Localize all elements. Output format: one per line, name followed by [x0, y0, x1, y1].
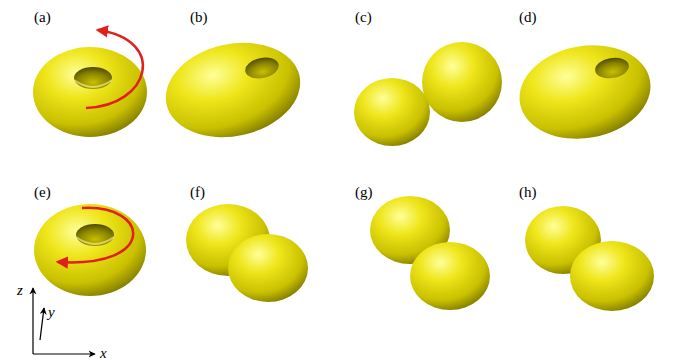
axis-label: y	[48, 305, 55, 320]
peanut-shape	[525, 206, 654, 311]
split-blobs	[354, 42, 502, 146]
peanut-shape	[186, 204, 308, 302]
rotation-arrow	[86, 30, 143, 108]
torus	[34, 204, 146, 296]
panel-label: (e)	[34, 185, 51, 200]
coordinate-axes	[33, 288, 95, 354]
panel-label: (g)	[355, 185, 373, 200]
panel-label: (f)	[190, 185, 205, 200]
split-blobs	[370, 196, 490, 310]
panel-label: (b)	[190, 10, 208, 25]
panel-label: (d)	[519, 10, 537, 25]
panel-label: (a)	[34, 10, 51, 25]
deformed-torus	[512, 35, 658, 149]
panel-label: (h)	[519, 185, 537, 200]
deformed-torus	[157, 31, 309, 149]
panel-label: (c)	[355, 10, 372, 25]
axis-label: x	[100, 346, 107, 360]
axis-label: z	[17, 283, 23, 298]
rotation-arrow	[58, 208, 133, 263]
